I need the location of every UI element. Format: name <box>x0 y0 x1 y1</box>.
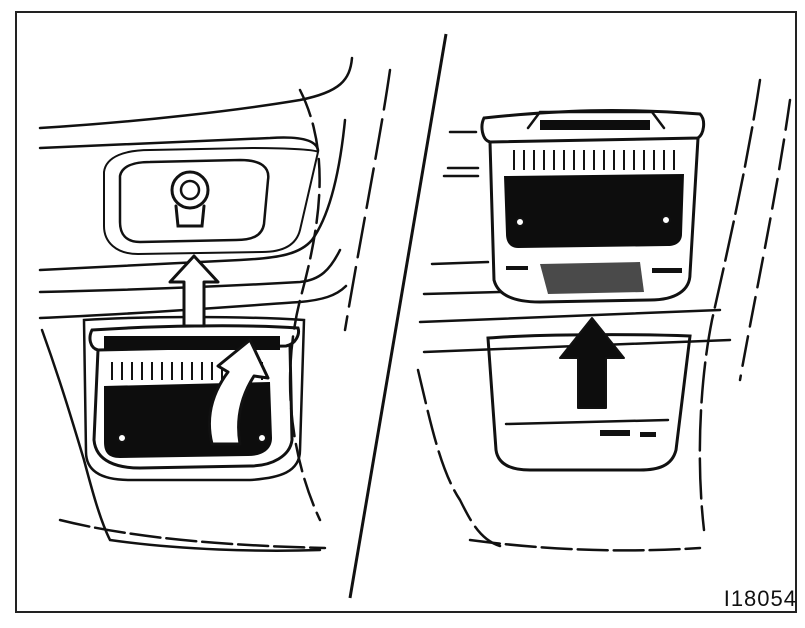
left-bumper-bottom <box>60 520 325 548</box>
left-lens-dark-body <box>104 382 272 458</box>
right-lens-lower-shade <box>540 262 644 294</box>
right-bumper-bottom <box>470 540 700 550</box>
left-lens-screw-right <box>258 434 266 442</box>
right-lens-ribs <box>514 150 674 170</box>
right-lens-dark-body <box>504 174 684 248</box>
right-body-contour-right <box>700 80 760 530</box>
bulb-socket-inner <box>181 181 199 199</box>
right-body-contour-6 <box>420 310 720 322</box>
right-body-contour-4 <box>432 262 488 264</box>
right-lens-dark-band <box>540 120 650 130</box>
right-body-contour-right2 <box>740 100 790 380</box>
right-up-arrow <box>560 318 624 408</box>
left-up-arrow <box>170 256 218 326</box>
left-body-contour-outer <box>345 70 390 330</box>
right-body-contour-left <box>418 370 500 546</box>
figure-id-label: I18054 <box>724 586 797 612</box>
right-body-contour-5 <box>424 292 500 294</box>
left-body-contour-top <box>40 58 352 128</box>
bulb-socket <box>172 172 208 208</box>
left-panel <box>40 58 390 551</box>
lamp-opening-floor <box>506 420 668 424</box>
left-lens-screw-left <box>118 434 126 442</box>
right-lens-screw-left <box>516 218 524 226</box>
panel-divider <box>350 34 446 598</box>
right-lens-screw-right <box>662 216 670 224</box>
left-body-contour-right <box>290 90 320 520</box>
